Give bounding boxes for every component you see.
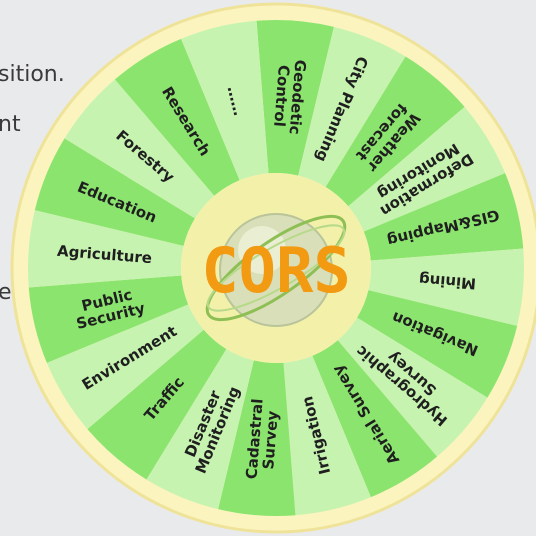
segment-label-mining: Mining [418, 270, 477, 292]
segment-deformation-monitoring [348, 106, 506, 232]
segment-environment [46, 304, 204, 430]
segment-label-line: Mining [418, 270, 477, 292]
globe-icon [205, 213, 347, 327]
segment-forestry [64, 79, 215, 219]
segment-cadastral-survey [218, 360, 296, 516]
segment-hydrographic-survey [337, 317, 488, 457]
segment-label-line: Geodetic [286, 59, 310, 135]
segment-geodetic-control [256, 20, 334, 176]
segment-aerial-survey [312, 340, 438, 498]
segment-agriculture [27, 210, 184, 288]
segment-navigation [357, 290, 518, 398]
segment-public-security [28, 275, 189, 363]
segment-label-line: Control [270, 64, 293, 127]
center-label: CORS [201, 234, 350, 307]
segment-label-geodetic-control: GeodeticControl [270, 58, 310, 135]
segment-label-line: Survey [259, 410, 282, 470]
background-text-fragment-2: nt [0, 112, 21, 137]
segment-gis-mapping [363, 173, 524, 261]
segment-education [34, 138, 195, 246]
segment-city-planning [298, 26, 406, 187]
segment-traffic [87, 329, 227, 480]
segment-mining [368, 248, 524, 326]
segment-disaster-monitoring [146, 349, 254, 510]
segment-more [181, 20, 269, 181]
segment-research [114, 38, 240, 196]
background-text-fragment-1: sition. [0, 62, 65, 87]
wheel-segments [27, 20, 524, 516]
segment-irrigation [283, 355, 371, 516]
segment-weather-forecast [325, 56, 465, 207]
